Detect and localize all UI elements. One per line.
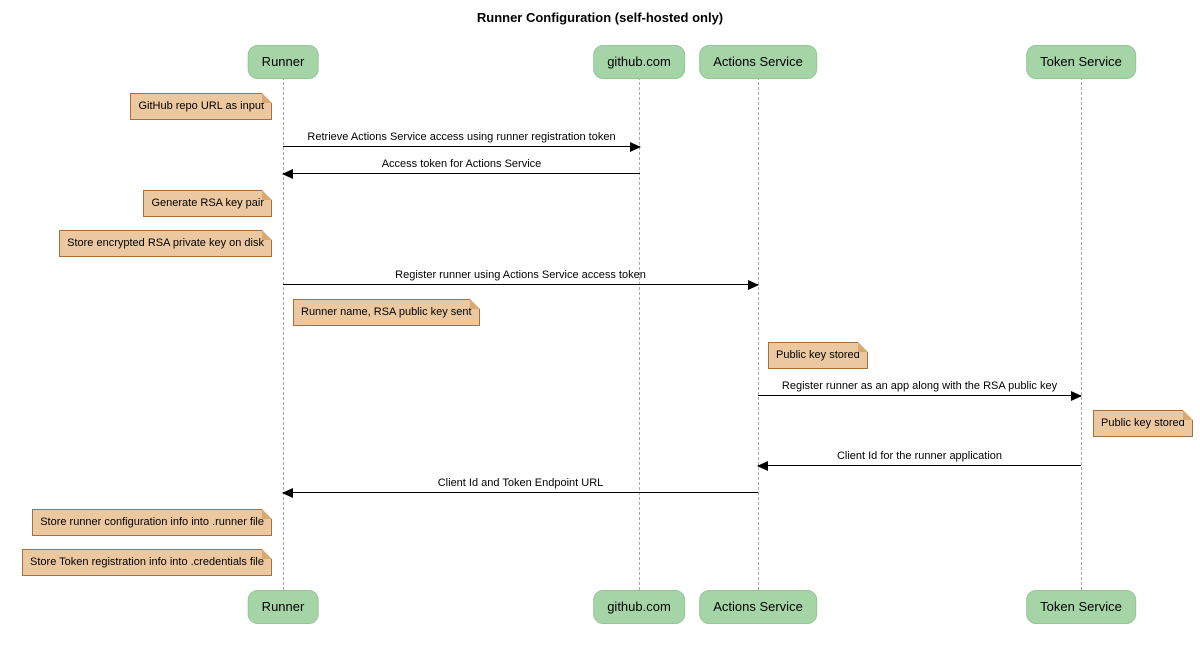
arrowhead-left-icon: [757, 461, 768, 471]
participant-runner-top: Runner: [247, 45, 319, 79]
arrowhead-right-icon: [630, 142, 641, 152]
participant-github-bottom: github.com: [593, 590, 685, 624]
note-github-repo-url: GitHub repo URL as input: [130, 93, 272, 120]
lifeline-actions-service: [758, 77, 759, 590]
note-store-token-registration: Store Token registration info into .cred…: [22, 549, 272, 576]
message-client-id-token-endpoint: Client Id and Token Endpoint URL: [282, 477, 758, 498]
participant-runner-bottom: Runner: [247, 590, 319, 624]
arrow-line: [283, 142, 641, 152]
arrow-line: [282, 488, 758, 498]
lifeline-token-service: [1081, 77, 1082, 590]
message-label: Register runner using Actions Service ac…: [395, 269, 646, 281]
message-client-id-runner-app: Client Id for the runner application: [757, 450, 1081, 471]
message-retrieve-actions-access: Retrieve Actions Service access using ru…: [283, 131, 641, 152]
arrow-line: [283, 280, 759, 290]
arrow-line: [758, 391, 1082, 401]
message-label: Client Id and Token Endpoint URL: [437, 477, 604, 489]
note-store-encrypted-rsa-key: Store encrypted RSA private key on disk: [59, 230, 272, 257]
arrow-line: [282, 169, 640, 179]
message-label: Register runner as an app along with the…: [781, 380, 1058, 392]
participant-token-service-top: Token Service: [1026, 45, 1136, 79]
arrowhead-right-icon: [748, 280, 759, 290]
participant-token-service-bottom: Token Service: [1026, 590, 1136, 624]
message-label: Retrieve Actions Service access using ru…: [307, 131, 616, 143]
note-runner-name-public-key: Runner name, RSA public key sent: [293, 299, 480, 326]
participant-actions-service-bottom: Actions Service: [699, 590, 817, 624]
arrowhead-right-icon: [1071, 391, 1082, 401]
lifeline-runner: [283, 77, 284, 590]
message-label: Access token for Actions Service: [381, 158, 542, 170]
arrow-line: [757, 461, 1081, 471]
message-register-runner-app: Register runner as an app along with the…: [758, 380, 1082, 401]
lifeline-github: [639, 77, 640, 590]
arrowhead-left-icon: [282, 488, 293, 498]
participant-actions-service-top: Actions Service: [699, 45, 817, 79]
diagram-title: Runner Configuration (self-hosted only): [476, 10, 724, 25]
participant-github-top: github.com: [593, 45, 685, 79]
message-access-token: Access token for Actions Service: [282, 158, 640, 179]
note-public-key-stored-actions: Public key stored: [768, 342, 868, 369]
message-register-runner: Register runner using Actions Service ac…: [283, 269, 759, 290]
note-generate-rsa-key-pair: Generate RSA key pair: [143, 190, 272, 217]
note-store-runner-config: Store runner configuration info into .ru…: [32, 509, 272, 536]
message-label: Client Id for the runner application: [836, 450, 1003, 462]
note-public-key-stored-token: Public key stored: [1093, 410, 1193, 437]
arrowhead-left-icon: [282, 169, 293, 179]
